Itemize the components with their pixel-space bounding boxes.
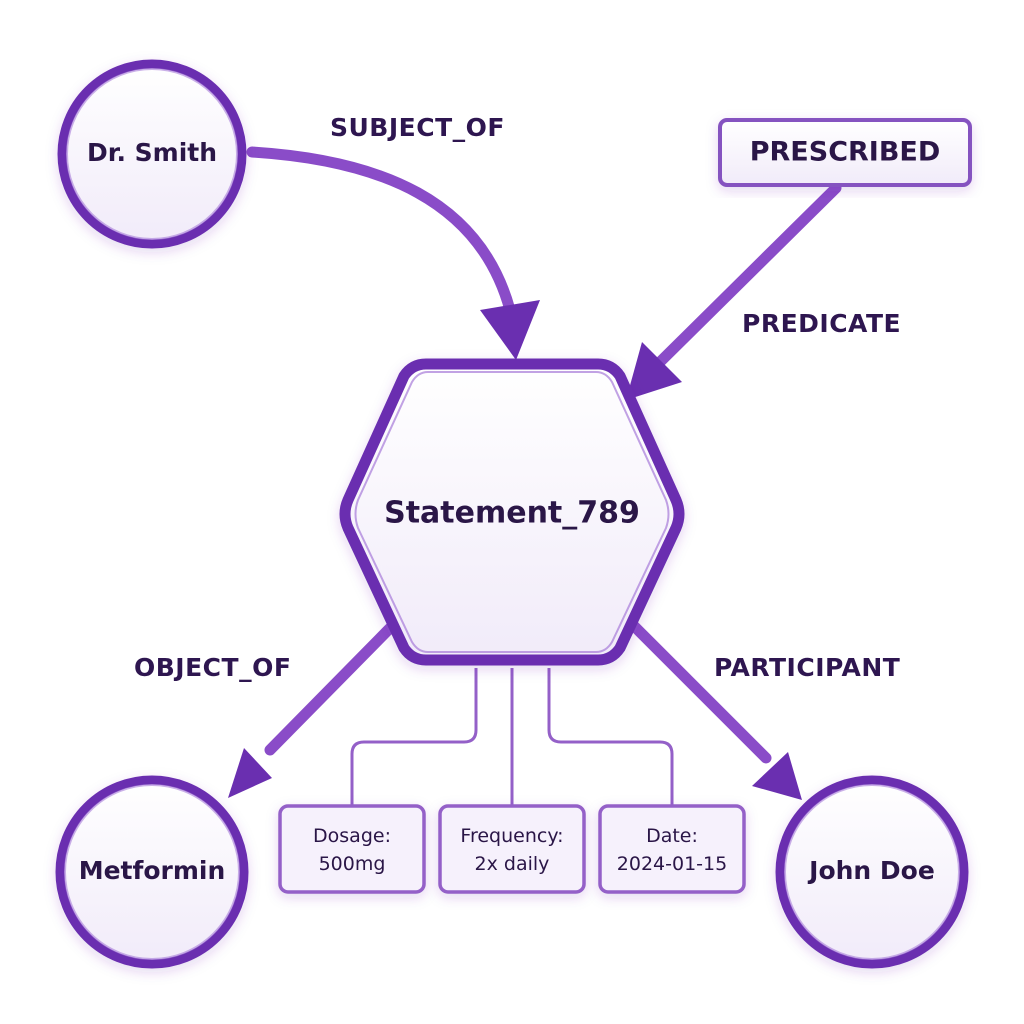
- edge-participant: [622, 614, 802, 800]
- property-frequency-key: Frequency:: [460, 825, 563, 847]
- node-prescribed[interactable]: PRESCRIBED: [718, 118, 972, 187]
- node-metformin-label: Metformin: [79, 856, 226, 885]
- edge-object-of-line: [264, 614, 404, 756]
- property-date-value: 2024-01-15: [617, 853, 727, 875]
- property-date-key: Date:: [646, 825, 698, 847]
- node-dr-smith-label: Dr. Smith: [87, 138, 217, 167]
- edge-object-of: [228, 614, 404, 798]
- edge-label-predicate: PREDICATE: [742, 309, 901, 338]
- node-metformin[interactable]: Metformin: [55, 775, 249, 969]
- edge-label-participant: PARTICIPANT: [714, 653, 900, 682]
- edge-label-object-of: OBJECT_OF: [134, 653, 291, 682]
- property-date[interactable]: Date: 2024-01-15: [598, 804, 746, 894]
- arrowhead-icon: [480, 300, 540, 360]
- edge-predicate-line: [654, 182, 842, 368]
- property-dosage-value: 500mg: [319, 853, 386, 875]
- node-statement[interactable]: Statement_789: [339, 358, 685, 666]
- property-dosage[interactable]: Dosage: 500mg: [278, 804, 426, 894]
- edge-participant-line: [622, 614, 772, 764]
- connector-dosage: [350, 668, 478, 806]
- edge-subject-of: [246, 146, 540, 360]
- arrowhead-icon: [228, 748, 272, 798]
- node-john-doe[interactable]: John Doe: [775, 775, 969, 969]
- property-dosage-key: Dosage:: [313, 825, 391, 847]
- edge-subject-of-line: [246, 146, 516, 316]
- node-prescribed-label: PRESCRIBED: [750, 137, 941, 168]
- edge-label-subject-of: SUBJECT_OF: [330, 113, 505, 142]
- arrowhead-icon: [626, 342, 682, 400]
- property-frequency[interactable]: Frequency: 2x daily: [438, 804, 586, 894]
- connector-date: [547, 668, 674, 806]
- node-statement-label: Statement_789: [384, 496, 640, 531]
- node-john-doe-label: John Doe: [807, 856, 935, 885]
- property-frequency-value: 2x daily: [475, 853, 550, 875]
- node-dr-smith[interactable]: Dr. Smith: [57, 59, 247, 249]
- property-connectors: [350, 668, 674, 806]
- edge-predicate: [626, 182, 842, 400]
- arrowhead-icon: [752, 752, 802, 800]
